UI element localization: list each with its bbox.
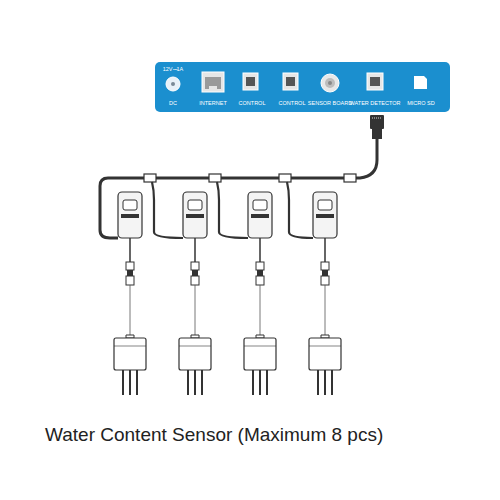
sd-slot <box>414 76 427 89</box>
port-label: MICRO SD <box>407 101 435 107</box>
port-label: CONTROL <box>279 101 306 107</box>
plug <box>370 115 384 139</box>
sensor-board-port <box>321 74 339 92</box>
port-label: SENSOR BOARD <box>308 101 352 107</box>
rj-jack <box>243 73 258 90</box>
port-label: DC <box>169 101 177 107</box>
rj-jack <box>283 73 298 90</box>
sensor-chain <box>114 174 356 395</box>
port-label: CONTROL <box>239 101 266 107</box>
port-label: 12V⎓1A <box>163 67 184 73</box>
bus-cable <box>100 139 377 238</box>
controller-panel: 12V⎓1ADCINTERNETCONTROLCONTROLSENSOR BOA… <box>155 62 450 112</box>
ethernet-port <box>202 72 224 92</box>
rj-jack <box>367 73 383 90</box>
port-label: INTERNET <box>199 101 227 107</box>
dc-jack <box>166 77 180 91</box>
port-label: WATER DETECTOR <box>350 101 401 107</box>
controller-panel <box>155 62 450 112</box>
caption: Water Content Sensor (Maximum 8 pcs) <box>45 424 383 446</box>
